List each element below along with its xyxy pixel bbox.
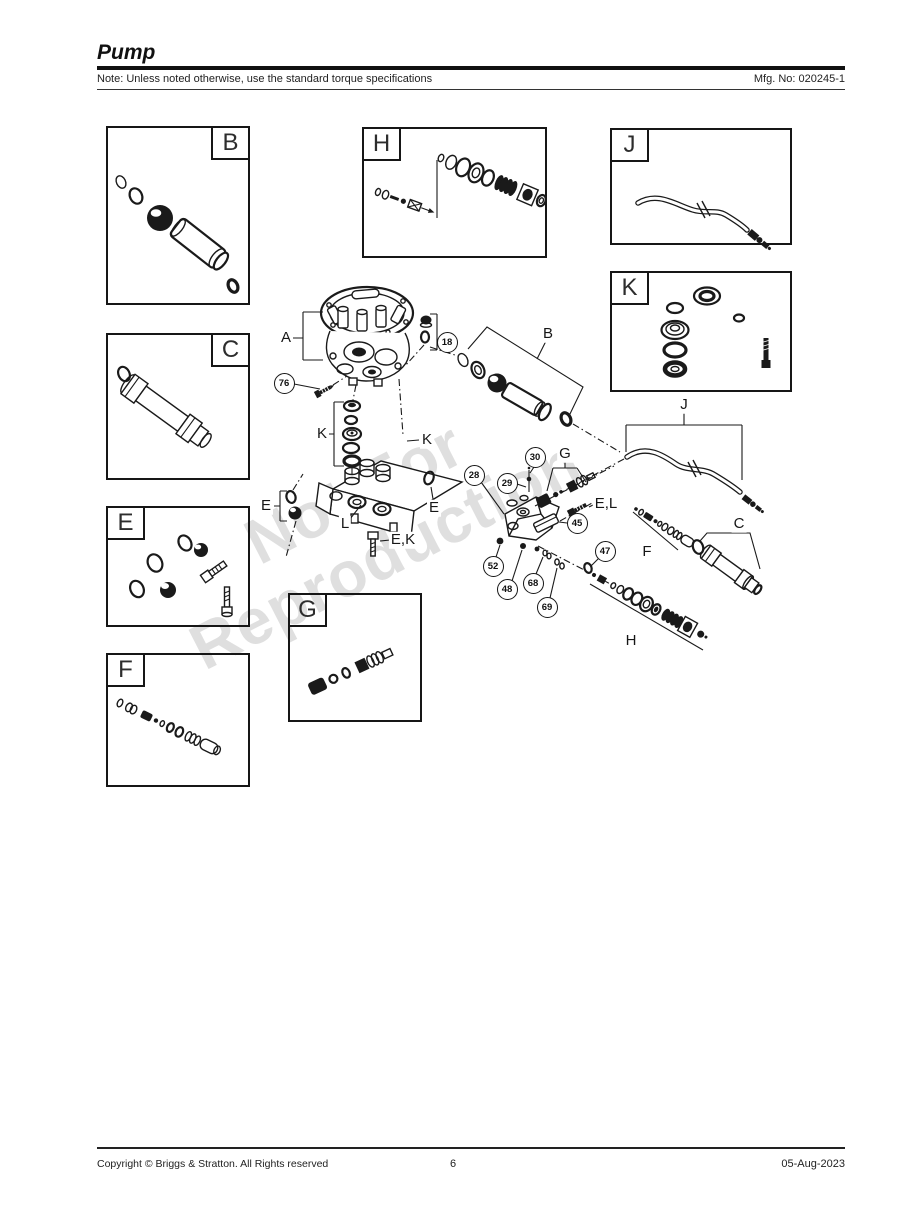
footer-copyright: Copyright © Briggs & Stratton. All Right… (97, 1158, 329, 1170)
dash-dot-lines (285, 344, 625, 574)
footer-date: 05-Aug-2023 (781, 1158, 845, 1170)
balloon-29: 29 (496, 472, 518, 494)
balloon-45: 45 (566, 512, 588, 534)
callout-B: B (540, 324, 556, 343)
callout-L: L (338, 514, 352, 533)
page-title: Pump (97, 41, 156, 64)
detail-box-H: H (362, 127, 547, 258)
screw-76-art (313, 385, 335, 399)
balloon-47: 47 (594, 540, 616, 562)
pump-body-art (319, 285, 415, 387)
footer-rule (97, 1147, 845, 1149)
torque-note: Note: Unless noted otherwise, use the st… (97, 73, 433, 85)
callout-K-left: K (314, 424, 330, 443)
detail-box-C-label: C (211, 335, 248, 367)
callout-K-right: K (419, 430, 435, 449)
tube-assembly-b-art (457, 352, 573, 427)
callout-E-right: E (426, 498, 442, 517)
callout-G: G (557, 444, 573, 463)
callout-H: H (623, 631, 639, 650)
detail-box-K: K (610, 271, 792, 392)
balloon-18: 18 (436, 331, 458, 353)
callout-C: C (731, 514, 747, 533)
callout-F: F (640, 542, 654, 561)
detail-box-E: E (106, 506, 250, 627)
callout-EL: E,L (592, 494, 620, 513)
callout-E-left: E (258, 496, 274, 515)
detail-box-F: F (106, 653, 250, 787)
g-fitting-art (536, 471, 597, 508)
footer-page-number: 6 (449, 1158, 457, 1170)
callout-EK: E,K (388, 530, 418, 549)
mfg-number: Mfg. No: 020245-1 (753, 73, 845, 85)
hose-j-art (624, 448, 764, 514)
detail-box-H-label: H (364, 129, 401, 161)
balloon-28: 28 (463, 464, 485, 486)
balloon-76: 76 (273, 372, 295, 394)
leader-lines (293, 383, 600, 599)
balloon-48: 48 (496, 578, 518, 600)
detail-box-G: G (288, 593, 422, 722)
detail-box-J: J (610, 128, 792, 245)
detail-box-F-label: F (108, 655, 145, 687)
seal-stack-art (341, 399, 363, 468)
balloon-52: 52 (482, 555, 504, 577)
detail-box-C: C (106, 333, 250, 480)
detail-box-G-label: G (290, 595, 327, 627)
detail-box-J-label: J (612, 130, 649, 162)
parts-18-art (419, 315, 433, 344)
header-rule-thick (97, 66, 845, 70)
callout-A: A (278, 328, 294, 347)
detail-box-B-label: B (211, 128, 248, 160)
balloon-69: 69 (536, 596, 558, 618)
header-rule-thin (97, 89, 845, 91)
balloon-30: 30 (524, 446, 546, 468)
callout-J: J (678, 395, 690, 414)
detail-box-K-label: K (612, 273, 649, 305)
f-spring-chain-art (634, 507, 695, 548)
h-valve-chain-art (592, 573, 708, 639)
balloon-68: 68 (522, 572, 544, 594)
detail-box-E-label: E (108, 508, 145, 540)
detail-box-B: B (106, 126, 250, 305)
c-fitting-art (691, 539, 763, 596)
